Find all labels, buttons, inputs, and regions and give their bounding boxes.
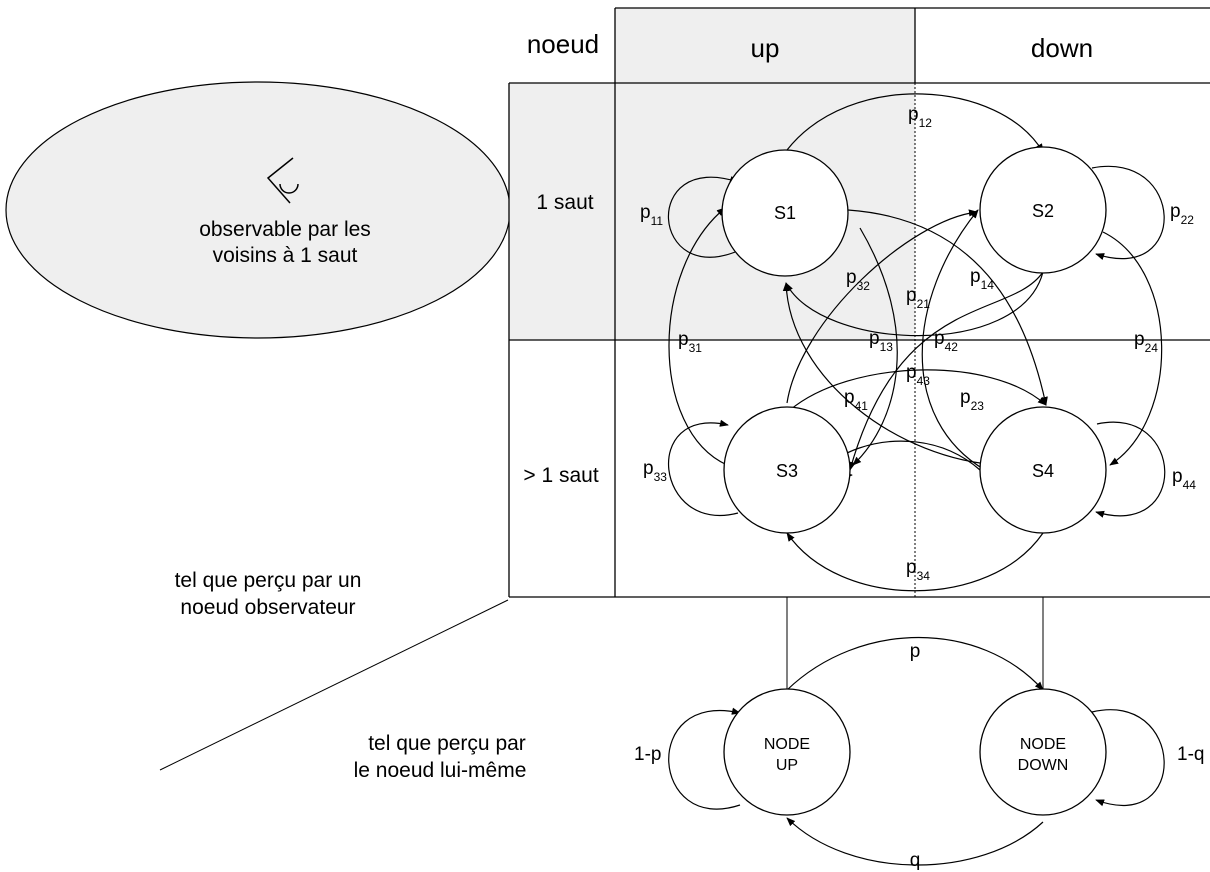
- node-up-label-line1: NODE: [764, 736, 810, 753]
- label-p42: p42: [934, 328, 958, 354]
- state-s3-label: S3: [776, 461, 798, 481]
- state-node-down: [979, 688, 1107, 816]
- state-s1: [721, 149, 849, 277]
- caption-observer-line2: noeud observateur: [180, 596, 355, 619]
- node-transition-edges: [668, 636, 1165, 866]
- row-1saut-header: 1 saut: [536, 191, 593, 214]
- node-up-label-line2: UP: [776, 757, 798, 774]
- label-node-q: q: [910, 850, 921, 871]
- label-p11: p11: [640, 202, 663, 228]
- label-node-p: p: [910, 641, 921, 662]
- ellipse-text-line1: observable par les: [199, 218, 371, 241]
- label-p33: p33: [643, 458, 667, 484]
- label-p23: p23: [960, 387, 984, 413]
- noeud-header: noeud: [527, 29, 599, 59]
- header-up-cell: [615, 8, 915, 83]
- state-s2-label: S2: [1032, 201, 1054, 221]
- table-grid: [508, 7, 1210, 598]
- state-s4-label: S4: [1032, 461, 1054, 481]
- label-p43: p43: [906, 362, 930, 388]
- state-s2: [979, 146, 1107, 274]
- node-down-label-line1: NODE: [1020, 736, 1066, 753]
- caption-self-line1: tel que perçu par: [368, 732, 526, 755]
- state-node-up: [723, 688, 851, 816]
- state-s1-label: S1: [774, 203, 796, 223]
- state-s4: [979, 406, 1107, 534]
- row-1saut-label-cell: [509, 83, 615, 340]
- label-p44: p44: [1172, 466, 1196, 492]
- label-node-self-up: 1-p: [634, 744, 661, 765]
- node-down-label-line2: DOWN: [1018, 757, 1069, 774]
- observable-ellipse: [5, 81, 511, 339]
- row-more-saut-header: > 1 saut: [523, 464, 598, 487]
- label-p13: p13: [869, 328, 893, 354]
- state-s3: [723, 406, 851, 534]
- label-p32: p32: [846, 267, 870, 293]
- eye-icon: [266, 157, 299, 204]
- label-p14: p14: [970, 266, 994, 292]
- caption-divider-line: [159, 599, 509, 771]
- caption-observer-line1: tel que perçu par un: [175, 569, 362, 592]
- label-p21: p21: [906, 285, 930, 311]
- label-p22: p22: [1170, 201, 1194, 227]
- caption-self-line2: le noeud lui-même: [354, 759, 527, 782]
- transition-edges: [667, 93, 1166, 592]
- ellipse-text-line2: voisins à 1 saut: [213, 244, 358, 267]
- label-p41: p41: [844, 387, 868, 413]
- label-p24: p24: [1134, 329, 1158, 355]
- column-up-header: up: [751, 33, 780, 63]
- column-down-header: down: [1031, 33, 1093, 63]
- label-p34: p34: [906, 557, 930, 583]
- label-p12: p12: [908, 104, 932, 130]
- label-p31: p31: [678, 329, 702, 355]
- label-node-self-down: 1-q: [1177, 744, 1204, 765]
